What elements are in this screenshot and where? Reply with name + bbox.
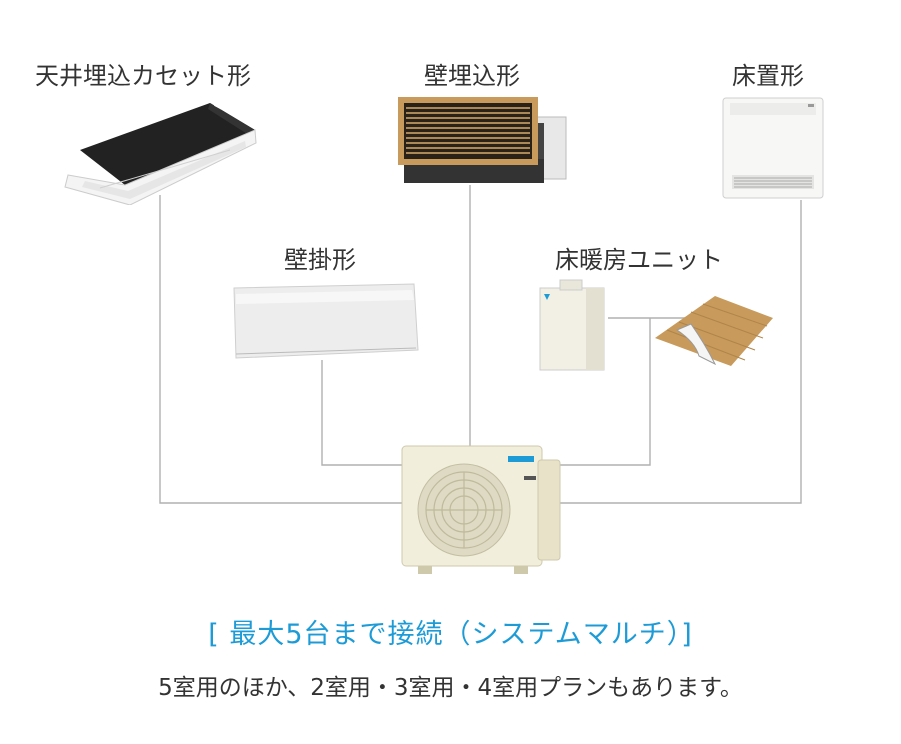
plan-note: 5室用のほか、2室用・3室用・4室用プランもあります。 bbox=[158, 675, 743, 701]
label-wall-embedded: 壁埋込形 bbox=[424, 62, 520, 90]
wire-floor-standing bbox=[560, 200, 802, 504]
floor-standing-image bbox=[722, 97, 824, 199]
floor-heating-unit-image bbox=[539, 279, 605, 371]
wire-ceiling-cassette bbox=[159, 195, 402, 504]
wire-wall-mounted bbox=[321, 360, 402, 466]
wall-embedded-image bbox=[398, 97, 567, 183]
wall-mounted-image bbox=[233, 283, 419, 359]
ceiling-cassette-image bbox=[64, 101, 257, 205]
label-floor-heating: 床暖房ユニット bbox=[555, 246, 723, 274]
label-floor-standing: 床置形 bbox=[732, 62, 804, 90]
outdoor-unit-image bbox=[401, 445, 561, 574]
headline-max-units: [ 最大5台まで接続（システムマルチ）] bbox=[208, 619, 693, 650]
wire-floor-heating bbox=[560, 318, 651, 466]
label-wall-mounted: 壁掛形 bbox=[284, 246, 356, 274]
label-ceiling-cassette: 天井埋込カセット形 bbox=[35, 62, 251, 90]
floor-heating-panel-image bbox=[655, 296, 773, 366]
